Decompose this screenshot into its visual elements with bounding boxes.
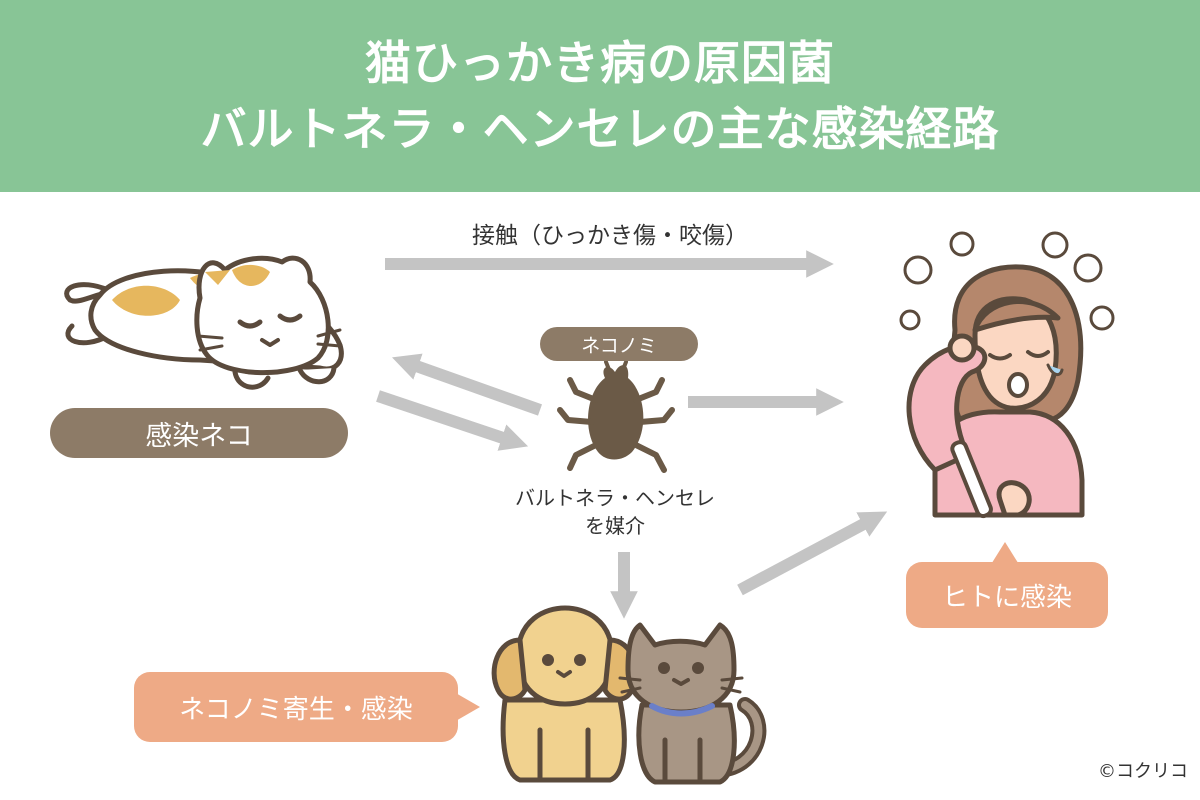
title-banner: 猫ひっかき病の原因菌 バルトネラ・ヘンセレの主な感染経路 — [0, 0, 1200, 192]
sick-person-illustration — [899, 231, 1115, 519]
arrow-pets-to-human — [737, 511, 888, 596]
title-line-1: 猫ひっかき病の原因菌 — [365, 36, 835, 90]
pet-infection-badge: ネコノミ寄生・感染 — [134, 672, 458, 742]
flea-mediate-line-2: を媒介 — [585, 514, 645, 538]
title-line-2: バルトネラ・ヘンセレの主な感染経路 — [200, 102, 1000, 156]
flea-illustration — [557, 360, 675, 473]
dizzy-puff-icon — [903, 255, 933, 285]
sleeping-cat-illustration — [64, 255, 344, 390]
copyright-credit: ©コクリコ — [1098, 761, 1188, 782]
dizzy-puff-icon — [1073, 253, 1103, 283]
human-bubble-tail — [990, 542, 1020, 566]
flea-mediate-line-1: バルトネラ・ヘンセレ — [515, 486, 715, 510]
pets-bubble-tail — [454, 692, 480, 722]
dizzy-puff-icon — [899, 309, 921, 331]
arrow-flea-to-cat — [391, 353, 543, 416]
dog-illustration — [491, 605, 639, 783]
infected-cat-badge: 感染ネコ — [50, 408, 348, 458]
dizzy-puff-icon — [949, 231, 975, 257]
human-infection-badge: ヒトに感染 — [906, 562, 1108, 628]
dizzy-puff-icon — [1089, 305, 1115, 331]
flea-badge: ネコノミ — [540, 327, 698, 361]
dizzy-puff-icon — [1041, 231, 1069, 259]
gray-cat-illustration — [618, 622, 767, 785]
flea-mediate-label: バルトネラ・ヘンセレ を媒介 — [470, 484, 760, 540]
contact-route-label: 接触（ひっかき傷・咬傷） — [472, 223, 748, 249]
arrow-cat-to-flea — [376, 390, 529, 451]
